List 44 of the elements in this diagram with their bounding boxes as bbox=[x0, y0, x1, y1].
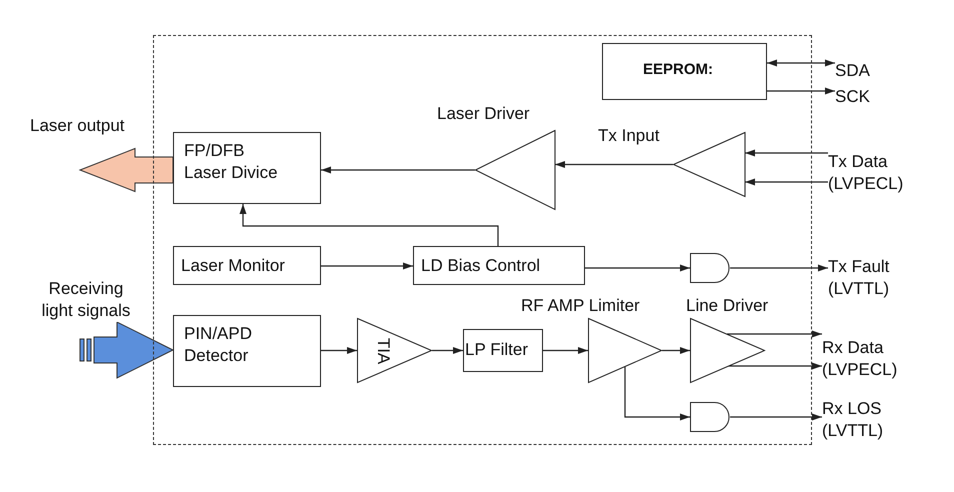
arrow bbox=[767, 88, 835, 94]
arrow bbox=[321, 347, 357, 354]
amplifier-label: Line Driver bbox=[686, 295, 768, 317]
signal-label: SCK bbox=[835, 86, 895, 108]
signal-label: SDA bbox=[835, 60, 895, 82]
amplifier-label: TIA bbox=[373, 336, 394, 366]
block-label: PIN/APD Detector bbox=[184, 323, 254, 368]
amplifier-label: RF AMP Limiter bbox=[521, 295, 640, 317]
light-arrow bbox=[80, 321, 174, 379]
arrow bbox=[767, 60, 835, 66]
light-arrow bbox=[78, 148, 174, 192]
block-box bbox=[602, 43, 767, 100]
arrow bbox=[555, 161, 673, 168]
block-box bbox=[173, 315, 321, 387]
arrow bbox=[727, 362, 822, 370]
arrow bbox=[730, 414, 822, 420]
block-label: LD Bias Control bbox=[421, 255, 540, 277]
block-box bbox=[173, 132, 321, 204]
arrow bbox=[745, 150, 828, 156]
arrow bbox=[745, 178, 828, 186]
block-box bbox=[413, 246, 585, 285]
arrow bbox=[240, 204, 499, 246]
block-box bbox=[173, 246, 321, 285]
signal-label: Rx Data (LVPECL) bbox=[822, 337, 914, 383]
arrow bbox=[432, 347, 463, 354]
arrow bbox=[727, 330, 822, 338]
arrow bbox=[585, 264, 690, 272]
block-box bbox=[463, 329, 543, 372]
block-label: LP Filter bbox=[465, 339, 528, 361]
arrow bbox=[543, 347, 588, 354]
module-boundary bbox=[153, 35, 812, 445]
arrow bbox=[730, 264, 828, 272]
block-label: EEPROM: bbox=[643, 60, 714, 80]
arrow bbox=[624, 366, 690, 420]
arrow bbox=[321, 166, 475, 174]
arrow bbox=[662, 347, 690, 354]
signal-label: Rx LOS (LVTTL) bbox=[822, 398, 914, 444]
amplifier-label: Tx Input bbox=[598, 125, 660, 147]
block-label: FP/DFB Laser Divice bbox=[184, 140, 279, 184]
amplifier-label: Laser Driver bbox=[437, 103, 530, 125]
signal-label: Tx Fault (LVTTL) bbox=[828, 256, 920, 302]
arrow bbox=[321, 262, 413, 270]
block-label: Laser Monitor bbox=[181, 255, 285, 277]
signal-label: Tx Data (LVPECL) bbox=[828, 151, 920, 197]
